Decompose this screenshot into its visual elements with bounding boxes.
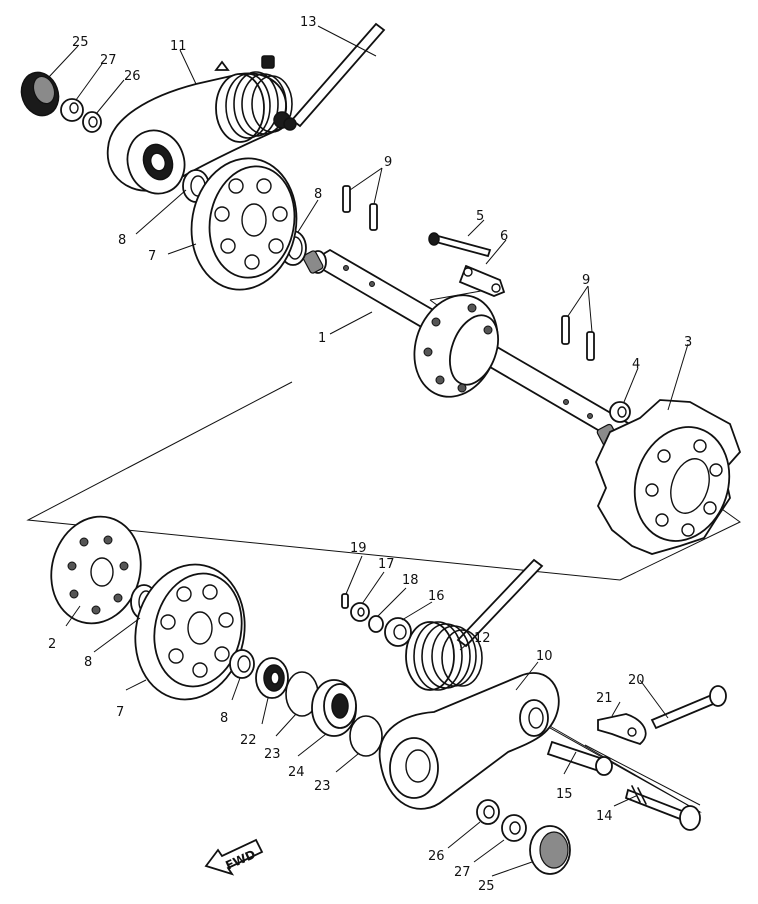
bracket-21 [597,713,647,746]
callout-18: 18 [402,573,419,588]
lower-hub-plate [50,515,142,625]
callout-12: 12 [474,631,491,646]
callout-26-upper: 26 [124,69,141,84]
callout-13: 13 [300,15,317,30]
callout-27-lower: 27 [454,865,471,880]
callout-10: 10 [536,649,553,664]
callout-6: 6 [500,229,508,244]
tension-rod [283,22,386,131]
callout-11: 11 [170,39,187,54]
callout-5: 5 [476,209,484,224]
upper-nut-27 [60,98,84,122]
spacer-24 [311,679,357,737]
roll-pins [342,185,595,361]
callout-9-upper: 9 [384,155,392,170]
bolt-5 [428,232,492,258]
upper-washer-26 [82,111,102,133]
bolt-20 [650,685,727,730]
pivot-shaft-15 [546,740,613,776]
lower-washer-26 [476,799,500,825]
callout-9-lower: 9 [582,273,590,288]
callout-7-upper: 7 [148,249,156,264]
callout-8-upper-right: 8 [314,187,322,202]
callout-24: 24 [288,765,305,780]
callout-23-lower: 23 [314,779,331,794]
shaft-collar [609,401,631,423]
callout-4: 4 [632,357,640,372]
callout-23-upper: 23 [264,747,281,762]
callout-8-upper-left: 8 [118,233,126,248]
callout-labels: 25 27 26 11 13 8 7 8 9 5 6 1 9 4 3 2 8 7… [48,15,692,894]
callout-17: 17 [378,557,395,572]
lower-nut-27 [501,814,527,842]
washer-18 [368,615,384,633]
callout-27-upper: 27 [100,53,117,68]
shaft-hub-flange [413,294,499,398]
callout-19: 19 [350,541,367,556]
lower-washer-8-right [229,649,255,679]
lower-cap-25 [529,825,571,875]
circlip-23-lower [349,715,383,757]
bolt-14 [624,785,701,831]
track-sprocket [595,399,742,555]
callout-3: 3 [684,335,692,350]
callout-25-lower: 25 [478,879,495,894]
callout-26-lower: 26 [428,849,445,864]
callout-2: 2 [48,637,56,652]
callout-25-upper: 25 [72,35,89,50]
callout-15: 15 [556,787,573,802]
link-plate-6 [458,264,506,297]
upper-torsion-spring [215,55,293,143]
callout-1: 1 [318,331,326,346]
callout-8-lower-right: 8 [220,711,228,726]
callout-7-lower: 7 [116,705,124,720]
leader-lines [47,25,689,877]
callout-21: 21 [596,691,613,706]
upper-cap-25 [20,71,60,117]
callout-22: 22 [240,733,257,748]
bearing-22 [255,657,289,699]
lower-torsion-spring [405,558,544,691]
washer-16 [384,617,412,647]
lower-idler-wheel [134,563,246,701]
callout-14: 14 [596,809,613,824]
callout-16: 16 [428,589,445,604]
callout-20: 20 [628,673,645,688]
forward-direction-marker: FWD [204,838,264,876]
callout-8-lower-left: 8 [84,655,92,670]
nut-17 [350,602,370,622]
pin-19 [341,593,349,609]
lower-tensioner-arm [378,672,560,810]
upper-idler-wheel [190,157,298,291]
